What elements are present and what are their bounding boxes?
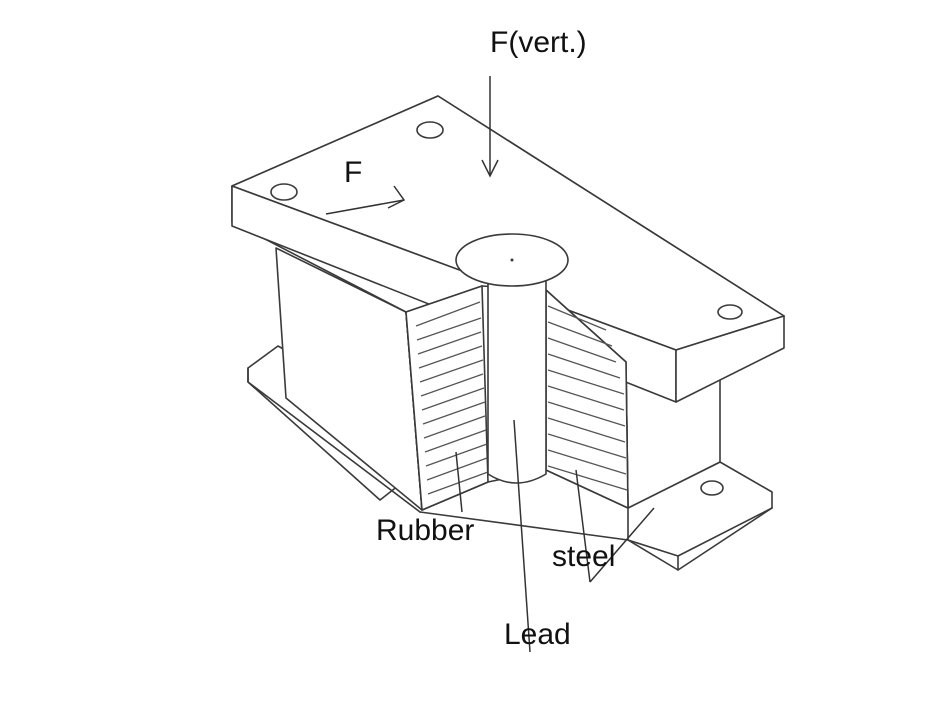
bolt-hole-top-back [416,121,444,139]
steel-label: steel [552,540,615,573]
bolt-hole-top-right [717,304,743,320]
steel-leader-line [575,469,591,583]
rubber-leader-line [455,451,463,513]
rubber-label: Rubber [376,514,474,547]
lead-core [455,233,569,484]
vertical-force-arrow [481,76,499,178]
top-plate [231,95,785,403]
bolt-hole-top-left [270,183,298,201]
vertical-force-label: F(vert.) [490,26,587,59]
lead-label: Lead [504,618,571,651]
horizontal-force-label: F [344,156,362,189]
lead-leader-line [513,419,531,653]
steel-leader-line-2 [589,507,655,583]
horizontal-force-arrow [325,185,406,215]
cutaway [405,285,629,511]
bolt-hole-bottom-right [700,480,724,496]
